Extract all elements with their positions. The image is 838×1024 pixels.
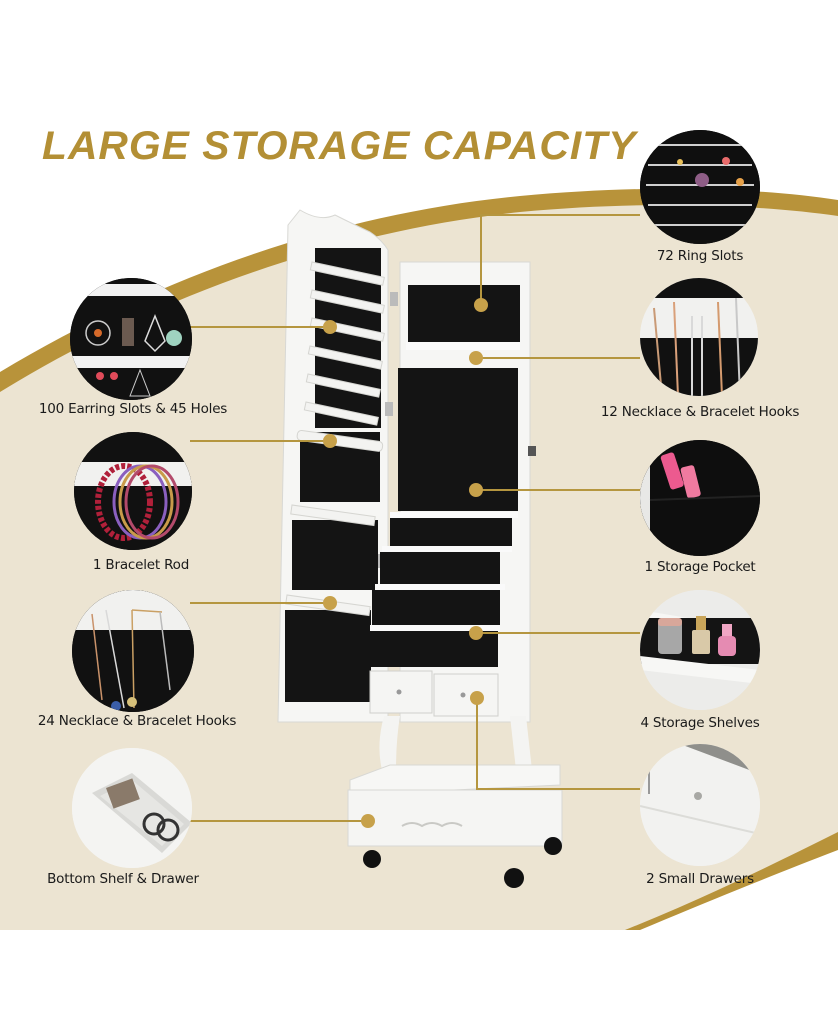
feature-label: 100 Earring Slots & 45 Holes [38, 401, 228, 417]
feature-label: 1 Storage Pocket [644, 559, 756, 575]
marker-dot-necklace-12 [469, 351, 483, 365]
marker-dot-bottom-drawer [361, 814, 375, 828]
earring-icon [70, 278, 192, 400]
cabinet-body [369, 261, 536, 723]
feature-label: 24 Necklace & Bracelet Hooks [37, 713, 237, 729]
marker-dot-shelves [469, 626, 483, 640]
pocket-icon [640, 440, 760, 556]
connector-earring [190, 326, 330, 328]
bracelet-icon [74, 432, 192, 550]
open-door [277, 209, 398, 723]
ring-icon [640, 130, 760, 244]
marker-dot-pocket [469, 483, 483, 497]
connector-ring-h [480, 214, 640, 216]
connector-ring-v [480, 214, 482, 304]
shelf-icon [640, 590, 760, 710]
marker-dot-bracelet-rod [323, 434, 337, 448]
feature-label: 2 Small Drawers [646, 871, 754, 887]
drawer-icon [640, 744, 760, 866]
connector-drawers-v [476, 697, 478, 789]
marker-dot-earring [323, 320, 337, 334]
necklace-icon [640, 278, 758, 396]
feature-label: Bottom Shelf & Drawer [47, 871, 199, 887]
connector-shelves [476, 632, 640, 634]
feature-label: 4 Storage Shelves [640, 715, 760, 731]
marker-dot-necklace-24 [323, 596, 337, 610]
connector-necklace-24 [190, 602, 330, 604]
marker-dot-ring [474, 298, 488, 312]
page-title: LARGE STORAGE CAPACITY [42, 124, 637, 168]
connector-bottom-drawer [190, 820, 368, 822]
feature-label: 12 Necklace & Bracelet Hooks [600, 404, 800, 420]
connector-bracelet-rod [190, 440, 330, 442]
marker-dot-drawers [470, 691, 484, 705]
connector-pocket [476, 489, 640, 491]
connector-drawers-h [476, 788, 640, 790]
drawer-icon [72, 748, 192, 868]
feature-label: 72 Ring Slots [656, 248, 744, 264]
feature-label: 1 Bracelet Rod [92, 557, 190, 573]
stand [347, 716, 563, 888]
connector-necklace-12 [476, 357, 640, 359]
necklace-icon [72, 590, 194, 712]
